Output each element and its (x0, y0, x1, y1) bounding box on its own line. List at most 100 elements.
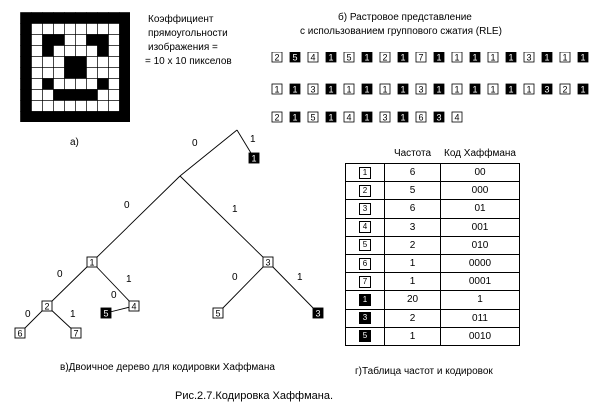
rle-run-count: 4 (310, 53, 315, 63)
tree-node-label: 2 (44, 302, 49, 312)
symbol-box: 3 (359, 202, 371, 215)
rle-run-box (397, 83, 409, 95)
table-cell-frequency: 1 (384, 326, 441, 346)
rle-run-box (307, 52, 319, 63)
pixel-cell (86, 67, 98, 79)
pixel-cell (108, 100, 120, 112)
pixel-cell (20, 78, 32, 90)
pixel-cell (20, 89, 32, 101)
tree-edge-label: 1 (232, 204, 238, 215)
rle-run-count: 1 (526, 85, 531, 95)
pixel-cell (108, 23, 120, 35)
rle-run-box (523, 83, 535, 95)
rle-run-count: 2 (274, 53, 279, 63)
table-cell-code: 011 (440, 308, 520, 328)
table-cell-symbol: 3 (345, 308, 385, 328)
rle-run-count: 7 (418, 53, 423, 63)
pixel-cell (31, 89, 43, 101)
pixel-cell (86, 89, 98, 101)
pixel-cell (119, 56, 130, 68)
table-cell-frequency: 1 (384, 272, 441, 292)
table-cell-code: 0000 (440, 253, 520, 274)
rle-run-box (541, 52, 553, 63)
pixel-cell (75, 67, 87, 79)
tree-edge-label: 0 (192, 138, 198, 149)
pixel-cell (97, 12, 109, 24)
pixel-cell (119, 100, 130, 112)
rle-run-box (415, 111, 427, 123)
pixel-cell (64, 89, 76, 101)
tree-edge-label: 1 (250, 134, 256, 145)
tree-edge (267, 261, 319, 314)
symbol-box: 7 (359, 275, 371, 288)
symbol-box: 5 (359, 330, 371, 343)
rle-run-count: 1 (364, 85, 369, 95)
tree-edge-label: 0 (25, 309, 31, 320)
rle-run-count: 5 (346, 53, 351, 63)
rle-run-box (289, 83, 301, 95)
rle-run-box (325, 111, 337, 123)
rle-run-box (505, 52, 517, 63)
tree-edge-label: 0 (57, 269, 63, 280)
rle-run-count: 1 (490, 85, 495, 95)
rle-run-box (469, 83, 481, 95)
pixel-cell (119, 111, 130, 122)
rle-run-count: 2 (382, 53, 387, 63)
pixel-cell (75, 89, 87, 101)
tree-node-label: 1 (251, 154, 256, 164)
pixel-cell (20, 100, 32, 112)
rle-run-box (307, 83, 319, 95)
pixel-cell (42, 89, 54, 101)
pixel-cell (75, 34, 87, 46)
rle-run-box (361, 83, 373, 95)
table-cell-code: 001 (440, 217, 520, 237)
tree-edge-label: 1 (70, 309, 76, 320)
rle-run-count: 5 (292, 53, 297, 63)
pixel-cell (108, 45, 120, 57)
pixel-cell (42, 56, 54, 68)
rle-run-box (505, 83, 517, 95)
tree-node (70, 327, 82, 339)
pixel-cell (31, 12, 43, 24)
rle-run-count: 2 (562, 85, 567, 95)
rle-run-count: 4 (454, 113, 459, 123)
pixel-cell (64, 78, 76, 90)
pixel-cell (64, 100, 76, 112)
table-cell-symbol: 4 (345, 217, 385, 237)
pixel-cell (31, 67, 43, 79)
pixel-cell (86, 45, 98, 57)
rle-run-count: 5 (310, 113, 315, 123)
tree-node-label: 5 (215, 309, 220, 319)
pixel-cell (53, 56, 65, 68)
table-cell-symbol: 5 (345, 235, 385, 255)
tree-edge-label: 0 (232, 272, 238, 283)
ratio-caption-line-4: = 10 х 10 пикселов (145, 56, 232, 67)
tree-edge-label: 0 (124, 200, 130, 211)
pixel-cell (42, 12, 54, 24)
rle-run-box (361, 52, 373, 63)
tree-node (100, 307, 112, 319)
rle-run-box (397, 52, 409, 63)
symbol-box: 1 (359, 293, 371, 306)
rle-run-box (433, 83, 445, 95)
pixel-cell (42, 23, 54, 35)
pixel-cell (97, 67, 109, 79)
rle-run-count: 1 (328, 113, 333, 123)
pixel-cell (53, 23, 65, 35)
pixel-image-grid (20, 12, 130, 122)
rle-run-box (487, 83, 499, 95)
table-cell-frequency: 5 (384, 181, 441, 201)
pixel-cell (31, 45, 43, 57)
pixel-cell (53, 89, 65, 101)
pixel-cell (64, 56, 76, 68)
rle-title-line-1: б) Растровое представление (338, 12, 472, 23)
pixel-cell (20, 56, 32, 68)
figure-caption: Рис.2.7.Кодировка Хаффмана. (175, 390, 334, 402)
rle-title-line-2: с использованием группового сжатия (RLE) (300, 26, 502, 37)
ratio-caption-line-2: прямоугольности (148, 28, 228, 39)
rle-run-box (325, 83, 337, 95)
rle-run-count: 1 (292, 85, 297, 95)
